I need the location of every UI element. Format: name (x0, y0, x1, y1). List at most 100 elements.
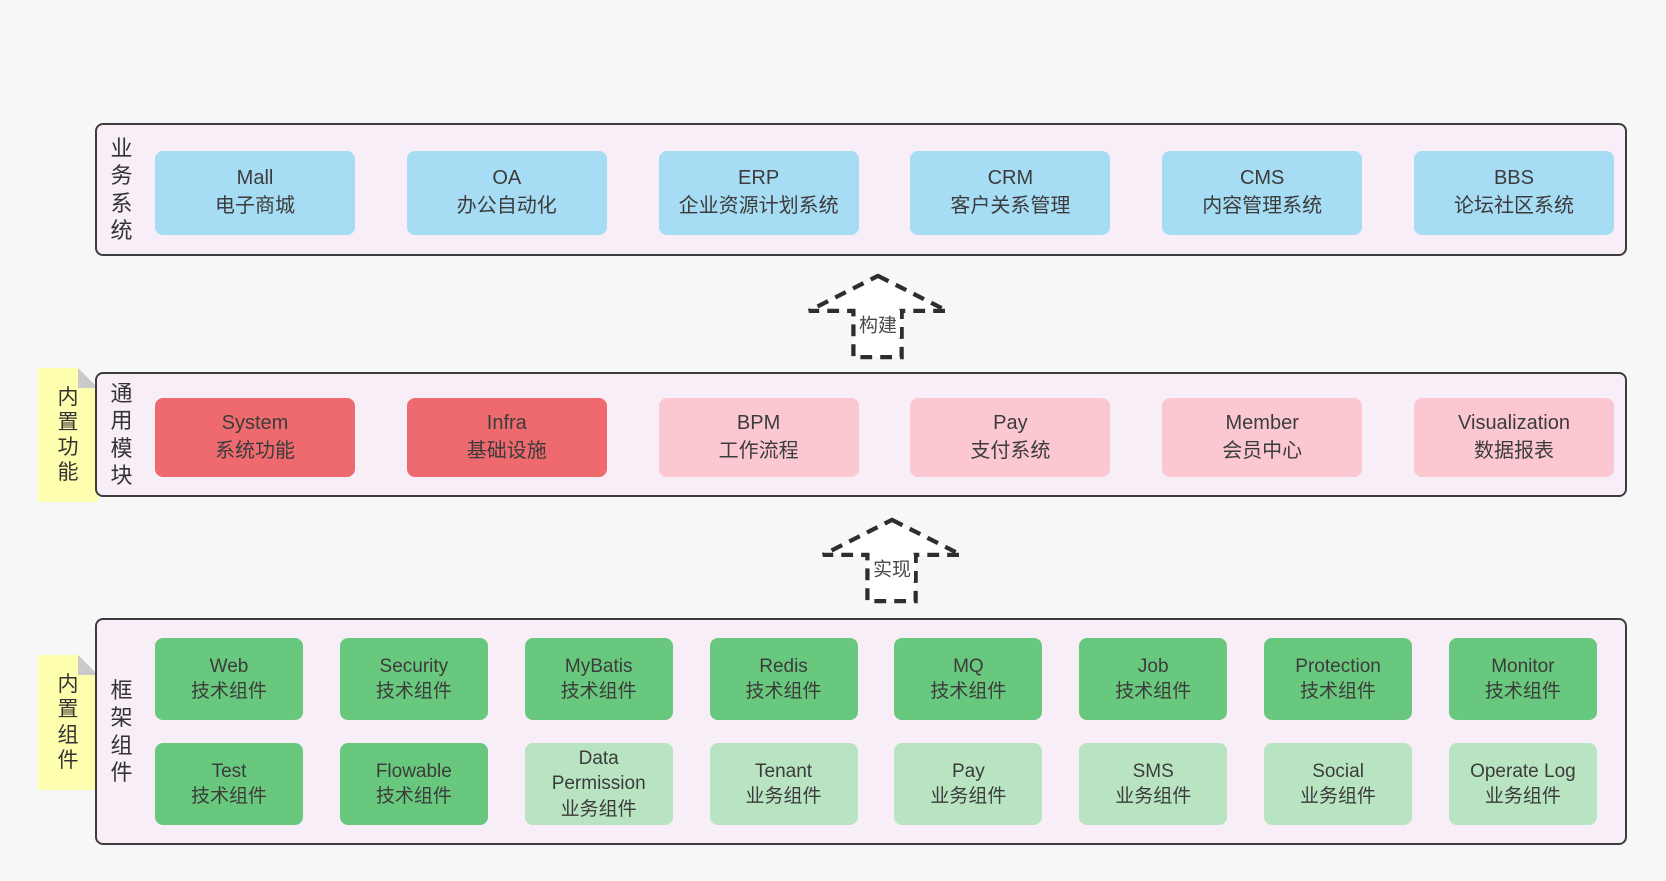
box-title: MyBatis (564, 655, 633, 677)
box-subtitle: 技术组件 (745, 681, 822, 702)
box-visualization: Visualization 数据报表 (1413, 398, 1614, 477)
box-subtitle: 数据报表 (1473, 439, 1554, 462)
box-sms: SMS 业务组件 (1079, 743, 1228, 825)
box-subtitle: 业务组件 (1300, 786, 1377, 807)
box-mq: MQ 技术组件 (894, 638, 1043, 720)
box-subtitle: 企业资源计划系统 (678, 195, 839, 217)
box-title: BBS (1493, 167, 1534, 190)
box-title: Infra (486, 411, 527, 434)
folded-corner-icon (78, 655, 98, 675)
box-test: Test 技术组件 (155, 743, 303, 825)
arrow-build: 构建 (803, 273, 953, 360)
box-title: OA (492, 167, 522, 190)
box-title: BPM (736, 411, 781, 434)
box-title: Monitor (1491, 655, 1555, 677)
layer-label-business: 业务系统 (110, 135, 133, 244)
box-subtitle: 技术组件 (375, 681, 452, 702)
box-flowable: Flowable 技术组件 (339, 743, 488, 825)
framework-box-row-2: Test 技术组件 Flowable 技术组件 Data Permission … (155, 743, 1597, 825)
box-subtitle: 技术组件 (190, 681, 267, 702)
box-infra: Infra 基础设施 (406, 398, 607, 477)
business-box-row: Mall 电子商城 OA 办公自动化 ERP 企业资源计划系统 CRM 客户关系… (155, 151, 1614, 235)
box-erp: ERP 企业资源计划系统 (658, 151, 859, 235)
box-subtitle: 业务组件 (560, 798, 637, 820)
box-title: Tenant (755, 760, 813, 782)
box-title: Redis (759, 655, 808, 677)
box-system: System 系统功能 (155, 398, 355, 477)
box-subtitle: 系统功能 (215, 439, 295, 462)
sticky-note-builtin-components: 内置组件 (38, 655, 98, 790)
box-monitor: Monitor 技术组件 (1448, 638, 1597, 720)
box-protection: Protection 技术组件 (1264, 638, 1413, 720)
box-title: Member (1225, 411, 1299, 434)
box-web: Web 技术组件 (155, 638, 303, 720)
box-title: Mall (236, 167, 274, 190)
box-title: MQ (953, 655, 984, 677)
box-title: Social (1312, 760, 1364, 782)
box-subtitle: 论坛社区系统 (1453, 195, 1574, 217)
box-tenant: Tenant 业务组件 (709, 743, 858, 825)
box-title: CMS (1239, 167, 1285, 190)
box-mybatis: MyBatis 技术组件 (524, 638, 673, 720)
box-cms: CMS 内容管理系统 (1162, 151, 1363, 235)
layer-common-modules: 通用模块 System 系统功能 Infra 基础设施 BPM 工作流程 Pay… (95, 372, 1627, 497)
box-bpm: BPM 工作流程 (658, 398, 859, 477)
box-title: Security (379, 655, 449, 677)
sticky-note-text: 内置功能 (57, 385, 79, 485)
box-security: Security 技术组件 (339, 638, 488, 720)
box-social: Social 业务组件 (1264, 743, 1413, 825)
framework-box-row-1: Web 技术组件 Security 技术组件 MyBatis 技术组件 Redi… (155, 638, 1597, 720)
box-pay-system: Pay 支付系统 (910, 398, 1111, 477)
box-operate-log: Operate Log 业务组件 (1448, 743, 1597, 825)
box-subtitle: 业务组件 (1115, 786, 1192, 807)
box-title: Job (1137, 655, 1169, 677)
box-title: Protection (1295, 655, 1381, 677)
arrow-implement: 实现 (817, 517, 967, 604)
arrow-implement-label: 实现 (869, 554, 915, 582)
box-subtitle: 内容管理系统 (1202, 195, 1323, 217)
box-title: Data Permission (551, 748, 646, 795)
box-subtitle: 业务组件 (745, 786, 822, 807)
box-subtitle: 电子商城 (215, 195, 295, 217)
sticky-note-builtin-features: 内置功能 (38, 368, 98, 502)
box-subtitle: 技术组件 (560, 681, 637, 702)
box-title: Flowable (375, 760, 452, 782)
box-redis: Redis 技术组件 (709, 638, 858, 720)
layer-business-systems: 业务系统 Mall 电子商城 OA 办公自动化 ERP 企业资源计划系统 CRM… (95, 123, 1627, 256)
box-pay-component: Pay 业务组件 (894, 743, 1043, 825)
box-mall: Mall 电子商城 (155, 151, 355, 235)
box-job: Job 技术组件 (1079, 638, 1228, 720)
box-bbs: BBS 论坛社区系统 (1413, 151, 1614, 235)
box-crm: CRM 客户关系管理 (910, 151, 1111, 235)
box-subtitle: 业务组件 (1484, 786, 1561, 807)
box-subtitle: 技术组件 (375, 786, 452, 807)
box-oa: OA 办公自动化 (406, 151, 607, 235)
box-title: CRM (987, 167, 1034, 190)
box-title: Operate Log (1470, 760, 1576, 782)
box-subtitle: 客户关系管理 (950, 195, 1071, 217)
box-member: Member 会员中心 (1162, 398, 1363, 477)
box-title: SMS (1132, 760, 1174, 782)
arrow-build-label: 构建 (855, 310, 901, 338)
box-subtitle: 技术组件 (930, 681, 1007, 702)
box-subtitle: 技术组件 (1300, 681, 1377, 702)
box-title: Test (211, 760, 247, 782)
folded-corner-icon (78, 368, 98, 388)
box-subtitle: 办公自动化 (456, 195, 557, 217)
box-subtitle: 基础设施 (466, 439, 547, 462)
box-subtitle: 会员中心 (1222, 439, 1303, 462)
box-subtitle: 业务组件 (930, 786, 1007, 807)
box-data-permission: Data Permission 业务组件 (524, 743, 673, 825)
box-subtitle: 技术组件 (1115, 681, 1192, 702)
box-title: Web (209, 655, 249, 677)
box-title: Pay (993, 411, 1028, 434)
box-subtitle: 技术组件 (1484, 681, 1561, 702)
box-subtitle: 支付系统 (970, 439, 1051, 462)
layer-label-framework: 框架组件 (110, 677, 133, 786)
box-title: Pay (952, 760, 985, 782)
box-subtitle: 技术组件 (190, 786, 267, 807)
box-title: System (221, 411, 289, 434)
sticky-note-text: 内置组件 (57, 673, 79, 772)
box-subtitle: 工作流程 (718, 439, 799, 462)
